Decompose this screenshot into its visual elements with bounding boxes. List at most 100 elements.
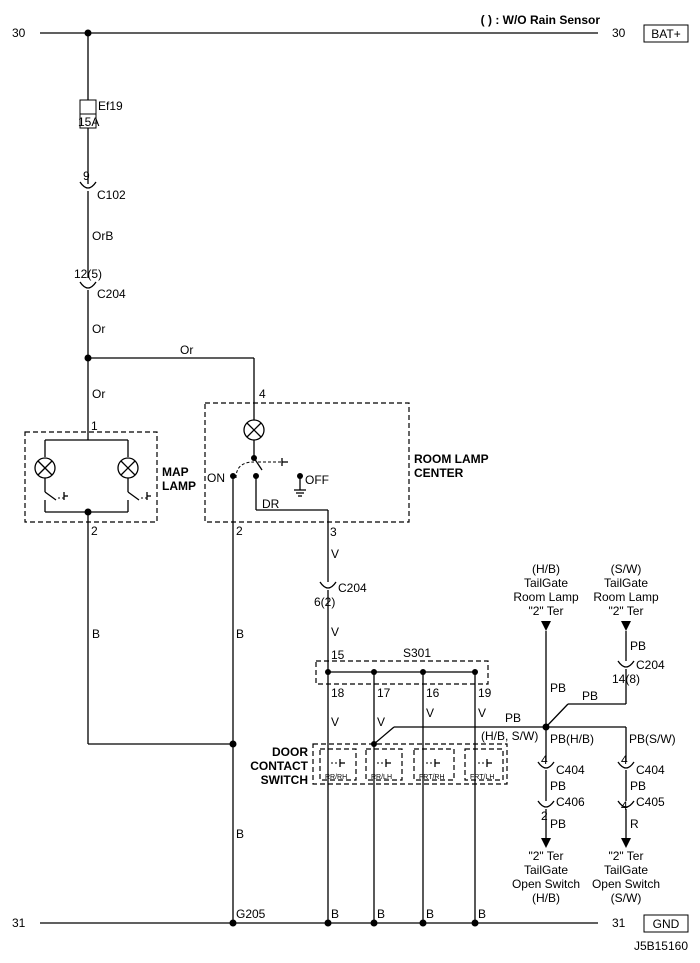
map-lamp-switch-left-icon xyxy=(44,478,68,512)
wire-v-19: V xyxy=(478,706,486,720)
ground-symbol-icon xyxy=(294,489,306,497)
tg-open-hb-2: TailGate xyxy=(524,863,568,877)
map-lamp-label-1: MAP xyxy=(162,465,189,479)
wire-v-2: V xyxy=(331,625,339,639)
wire-b-gnd-1: B xyxy=(331,907,339,921)
arrow-room-hb-icon xyxy=(541,621,551,631)
wire-pb-sw: PB(S/W) xyxy=(629,732,676,746)
wire-b-gnd-2: B xyxy=(377,907,385,921)
gnd-terminal-box xyxy=(643,914,689,933)
tg-room-hb-3: Room Lamp xyxy=(513,590,579,604)
map-lamp-pin-bottom: 2 xyxy=(91,524,98,538)
room-lamp-pin-bottom: 3 xyxy=(330,525,337,539)
tg-open-sw-2: TailGate xyxy=(604,863,648,877)
gnd-terminal: GND xyxy=(653,917,680,931)
room-lamp-label-2: CENTER xyxy=(414,466,464,480)
room-lamp-label-1: ROOM LAMP xyxy=(414,452,489,466)
map-lamp-bulb-left-icon xyxy=(34,457,56,479)
wire-pb-c406: PB xyxy=(550,817,566,831)
c204b-label: C204 xyxy=(338,581,367,595)
wire-b-gnd-3: B xyxy=(426,907,434,921)
wire-v-1: V xyxy=(331,547,339,561)
arrow-open-hb-icon xyxy=(541,838,551,848)
header-note: ( ) : W/O Rain Sensor xyxy=(481,13,601,27)
tg-open-sw-4: (S/W) xyxy=(611,891,642,905)
tg-room-sw-2: TailGate xyxy=(604,576,648,590)
tg-room-sw-1: (S/W) xyxy=(611,562,642,576)
tg-open-hb-4: (H/B) xyxy=(532,891,560,905)
c406-label: C406 xyxy=(556,795,585,809)
wire-r-c405: R xyxy=(630,817,639,831)
tg-room-hb-2: TailGate xyxy=(524,576,568,590)
rail-top-right: 30 xyxy=(612,26,626,40)
wire-pb-right: PB xyxy=(630,639,646,653)
door-switch-rr-lh-icon xyxy=(365,748,403,781)
tg-open-sw-3: Open Switch xyxy=(592,877,660,891)
tg-open-hb-1: "2" Ter xyxy=(529,849,564,863)
c405-pin: 4 xyxy=(621,799,628,813)
c204c-label: C204 xyxy=(636,658,665,672)
tg-room-sw-3: Room Lamp xyxy=(593,590,659,604)
c404a-pin: 4 xyxy=(541,753,548,767)
connector-c204-b xyxy=(319,581,337,589)
c406-pin: 2 xyxy=(541,809,548,823)
room-lamp-box xyxy=(204,402,410,523)
wire-or-1: Or xyxy=(92,322,105,336)
room-lamp-off: OFF xyxy=(305,473,329,487)
map-lamp-bulb-right-icon xyxy=(117,457,139,479)
room-lamp-on: ON xyxy=(207,471,225,485)
door-switch-label-3: SWITCH xyxy=(261,773,308,787)
wire-pb-c404b: PB xyxy=(630,779,646,793)
map-lamp-switch-right-icon xyxy=(127,478,151,512)
tg-open-hb-3: Open Switch xyxy=(512,877,580,891)
c204b-pin: 6(2) xyxy=(314,595,335,609)
wire-pb-hb: PB(H/B) xyxy=(550,732,594,746)
wire-or-3: Or xyxy=(92,387,105,401)
wire-orb: OrB xyxy=(92,229,113,243)
connector-c404-b xyxy=(617,761,635,769)
door-switch-label-2: CONTACT xyxy=(250,759,308,773)
room-lamp-bulb-icon xyxy=(243,419,265,441)
wire-or-2: Or xyxy=(180,343,193,357)
fuse-rating: 15A xyxy=(78,115,99,129)
ground-g205: G205 xyxy=(236,907,266,921)
splice-pin-17: 17 xyxy=(377,686,391,700)
c204a-label: C204 xyxy=(97,287,126,301)
tg-open-sw-1: "2" Ter xyxy=(609,849,644,863)
splice-pin-in: 15 xyxy=(331,648,345,662)
rail-bottom-right: 31 xyxy=(612,916,626,930)
bat-terminal-box xyxy=(643,24,689,43)
wire-b-low: B xyxy=(236,827,244,841)
c102-pin: 9 xyxy=(83,169,90,183)
wire-b-on: B xyxy=(236,627,244,641)
c404b-pin: 4 xyxy=(621,753,628,767)
arrow-open-sw-icon xyxy=(621,838,631,848)
connector-c102 xyxy=(79,181,97,189)
door-switch-pos-3: FRT/RH xyxy=(419,774,445,781)
wire-v-18: V xyxy=(331,715,339,729)
c204a-pin: 12(5) xyxy=(74,267,102,281)
door-switch-box xyxy=(312,743,508,785)
door-switch-pos-4: FRT/LH xyxy=(470,774,494,781)
c405-label: C405 xyxy=(636,795,665,809)
tg-room-sw-4: "2" Ter xyxy=(609,604,644,618)
wire-v-16: V xyxy=(426,706,434,720)
door-switch-pos-1: RR/RH xyxy=(325,774,347,781)
wire-v-17: V xyxy=(377,715,385,729)
fuse-name: Ef19 xyxy=(98,99,123,113)
room-lamp-switch-icon xyxy=(235,457,288,479)
splice-pin-18: 18 xyxy=(331,686,345,700)
door-switch-pos-2: RR/LH xyxy=(371,774,392,781)
splice-name: S301 xyxy=(403,646,431,660)
wire-b-map: B xyxy=(92,627,100,641)
rail-top-left: 30 xyxy=(12,26,26,40)
c404a-label: C404 xyxy=(556,763,585,777)
room-lamp-pin-left: 2 xyxy=(236,524,243,538)
rail-bottom-left: 31 xyxy=(12,916,26,930)
door-switch-label-1: DOOR xyxy=(272,745,308,759)
tg-room-hb-4: "2" Ter xyxy=(529,604,564,618)
diagram-code: J5B15160 xyxy=(634,939,688,953)
splice-s301-box xyxy=(315,660,489,685)
splice-pin-16: 16 xyxy=(426,686,440,700)
